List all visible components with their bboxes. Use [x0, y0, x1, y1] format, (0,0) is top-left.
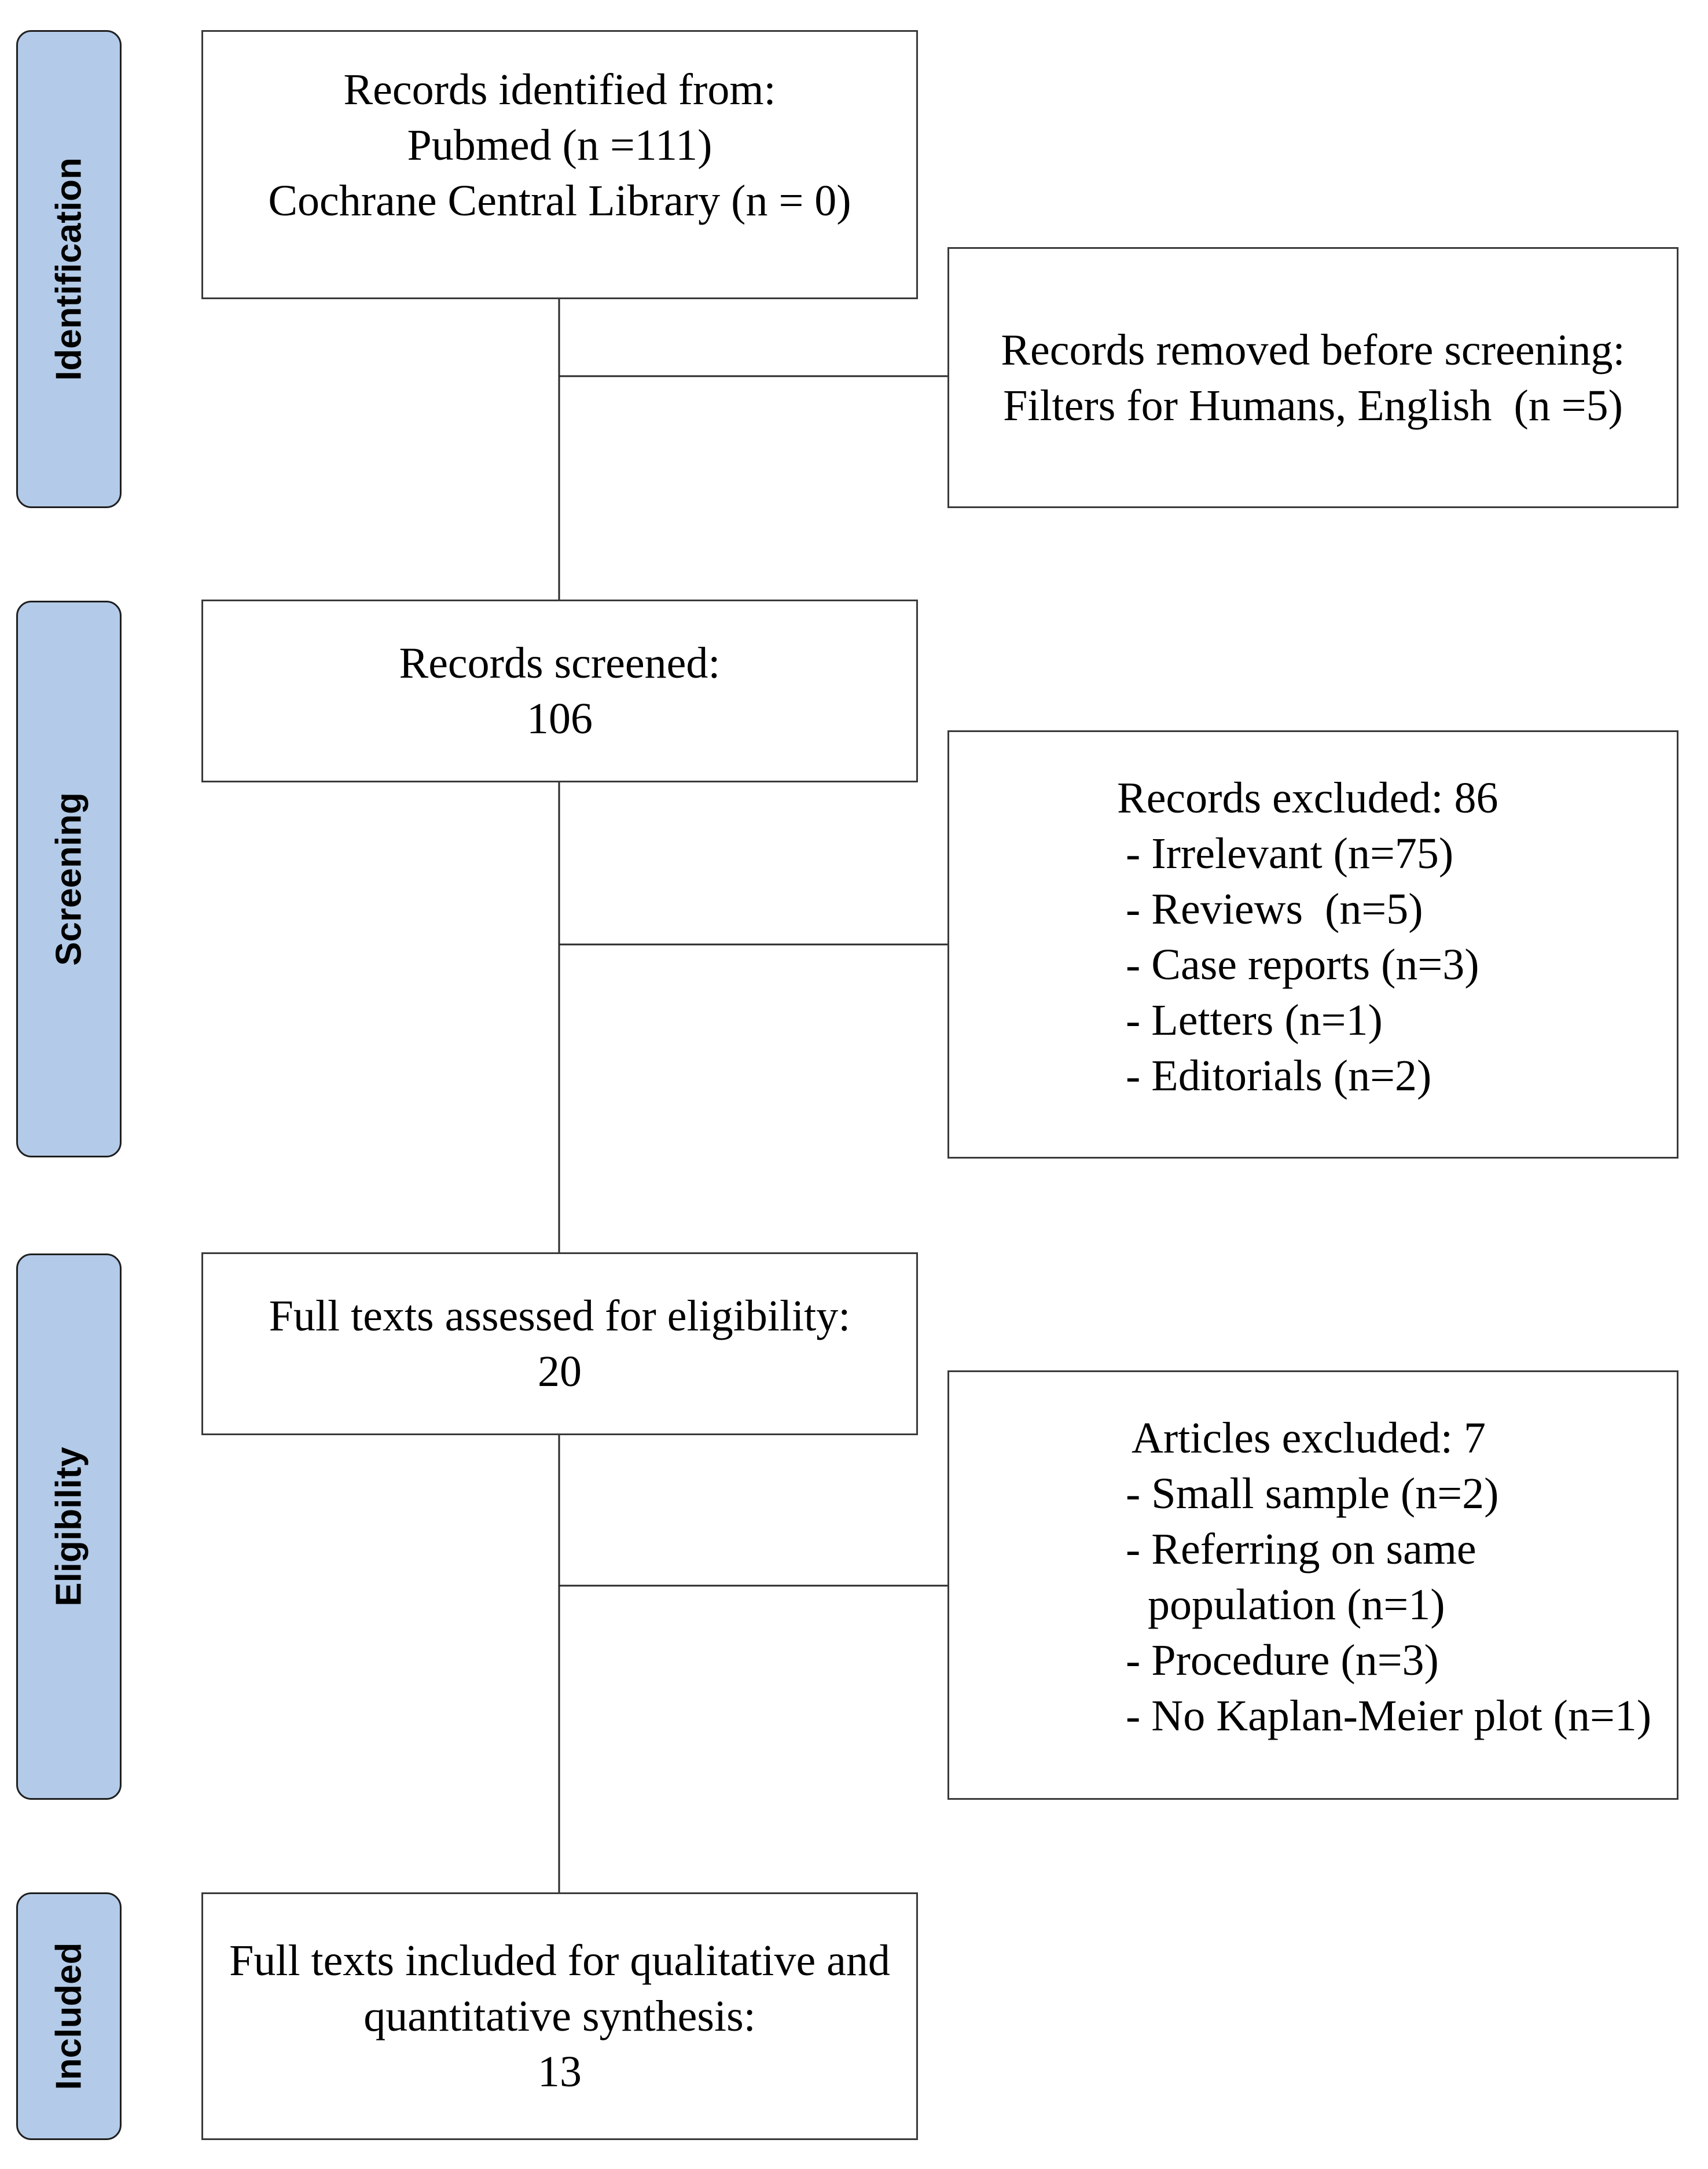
phase-eligibility: Eligibility [16, 1253, 122, 1800]
articles-excluded-item: - No Kaplan-Meier plot (n=1) [1126, 1692, 1652, 1740]
included-count: 13 [538, 2047, 582, 2096]
full-texts-assessed-heading: Full texts assessed for eligibility: [269, 1292, 851, 1340]
articles-excluded-heading: Articles excluded: 7 [1132, 1414, 1486, 1462]
records-identified-cochrane: Cochrane Central Library (n = 0) [268, 177, 851, 225]
included-box: Full texts included for qualitative and … [201, 1892, 918, 2140]
records-screened-box: Records screened: 106 [201, 600, 918, 782]
records-excluded-item: - Reviews (n=5) [1126, 885, 1423, 933]
records-excluded-list: - Irrelevant (n=75) - Reviews (n=5) - Ca… [949, 826, 1677, 1104]
included-subheading: quantitative synthesis: [363, 1992, 756, 2041]
articles-excluded-item: - Procedure (n=3) [1126, 1636, 1439, 1685]
phase-included: Included [16, 1892, 122, 2140]
phase-identification: Identification [16, 30, 122, 508]
records-excluded-box: Records excluded: 86 - Irrelevant (n=75)… [947, 730, 1678, 1159]
articles-excluded-list: - Small sample (n=2) - Referring on same… [949, 1466, 1677, 1744]
articles-excluded-item: - Referring on same [1126, 1525, 1476, 1574]
articles-excluded-item: - Small sample (n=2) [1126, 1469, 1499, 1518]
full-texts-assessed-box: Full texts assessed for eligibility: 20 [201, 1252, 918, 1435]
records-removed-heading: Records removed before screening: [1001, 325, 1625, 374]
articles-excluded-item: population (n=1) [1126, 1580, 1445, 1629]
records-excluded-heading: Records excluded: 86 [1117, 774, 1498, 822]
records-removed-box: Records removed before screening: Filter… [947, 247, 1678, 508]
records-excluded-item: - Irrelevant (n=75) [1126, 829, 1454, 878]
records-removed-filters: Filters for Humans, English (n =5) [1003, 381, 1623, 430]
records-screened-count: 106 [527, 694, 593, 743]
records-identified-pubmed: Pubmed (n =111) [407, 121, 712, 170]
records-excluded-item: - Editorials (n=2) [1126, 1052, 1432, 1100]
full-texts-assessed-count: 20 [538, 1347, 582, 1396]
included-heading: Full texts included for qualitative and [229, 1936, 890, 1985]
records-excluded-item: - Case reports (n=3) [1126, 940, 1479, 989]
phase-screening: Screening [16, 601, 122, 1157]
records-screened-heading: Records screened: [399, 639, 721, 688]
articles-excluded-box: Articles excluded: 7 - Small sample (n=2… [947, 1370, 1678, 1800]
records-identified-heading: Records identified from: [343, 65, 776, 114]
records-identified-box: Records identified from: Pubmed (n =111)… [201, 30, 918, 299]
records-excluded-item: - Letters (n=1) [1126, 996, 1383, 1045]
